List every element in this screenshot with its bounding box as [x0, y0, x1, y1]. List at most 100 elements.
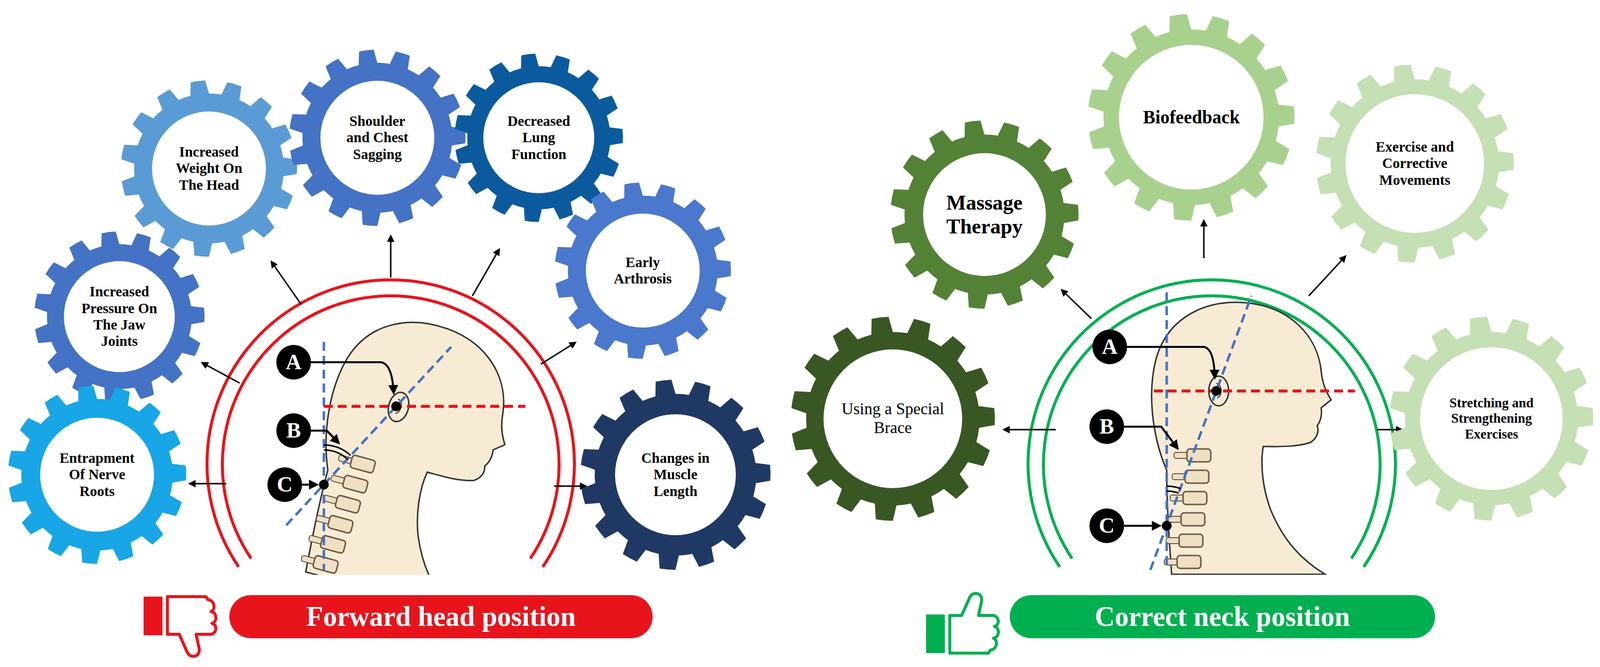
callout-letter: C: [267, 466, 303, 502]
pointer-arrow: [1377, 428, 1402, 431]
vertebra: [342, 474, 369, 494]
landmark-dot: [1161, 520, 1172, 531]
landmark-dot: [318, 385, 1222, 531]
effect-gear: Increased Pressure On The Jaw Joints: [34, 231, 205, 402]
vertebra: [1183, 491, 1207, 505]
gear-teeth: [890, 120, 1079, 309]
status-banner: Correct neck position: [1009, 594, 1436, 638]
gear-label: Decreased Lung Function: [499, 112, 579, 163]
vertebra-stack: [1164, 448, 1211, 568]
leader-line: [302, 483, 317, 486]
reference-line: [1166, 485, 1181, 489]
callout-letter: C: [1089, 508, 1125, 543]
vertebra: [1174, 452, 1188, 459]
thumbs-up-icon: [926, 614, 945, 653]
callout-letter: A: [276, 344, 311, 380]
gear-hub: [585, 213, 700, 328]
gear-teeth: [1390, 316, 1594, 520]
reference-line: [323, 444, 351, 456]
thumbs-up-icon: [926, 593, 999, 653]
landmark-dot: [1211, 385, 1222, 396]
head-figure: [1151, 302, 1332, 574]
thumbs-up-icon: [949, 593, 999, 653]
reference-line: [323, 404, 526, 408]
vertebra: [334, 494, 362, 514]
gear-label: Biofeedback: [1142, 106, 1240, 129]
gear-hub: [1119, 45, 1264, 190]
pointer-arrow: [1061, 289, 1092, 319]
banner-label: Correct neck position: [1094, 600, 1350, 632]
gear-teeth: [8, 385, 187, 564]
pointer-arrow: [189, 482, 227, 485]
leader-line: [310, 361, 394, 393]
gear-hub: [923, 153, 1046, 276]
gear-label: Early Arthrosis: [603, 254, 683, 288]
effect-gear: Changes in Muscle Length: [580, 379, 771, 570]
gear-hub: [40, 417, 155, 532]
callout-letter: B: [276, 412, 311, 448]
status-banner: Forward head position: [229, 594, 653, 638]
head-figure: [286, 303, 530, 575]
gear-teeth: [791, 316, 995, 521]
vertebra: [1181, 512, 1205, 526]
thumbs-down-icon: [143, 596, 163, 635]
reference-line: [1150, 292, 1355, 570]
reference-line: [322, 341, 326, 570]
vertebra: [327, 514, 354, 534]
pointer-arrow: [472, 249, 500, 296]
pointer-arrow: [1003, 428, 1056, 431]
vertebra: [1179, 533, 1203, 547]
thumbs-down-icon: [143, 596, 216, 656]
effect-gear: Early Arthrosis: [554, 182, 731, 359]
gear-label: Exercise and Corrective Movements: [1369, 138, 1461, 189]
gear-label: Increased Pressure On The Jaw Joints: [76, 283, 163, 350]
landmark-dot: [318, 479, 329, 490]
gear-hub: [615, 413, 736, 535]
gear-hub: [152, 111, 266, 226]
pointer-arrow: [271, 261, 302, 305]
reference-line: [1166, 490, 1179, 493]
gear-hub: [63, 260, 175, 372]
pointer-arrow: [1308, 256, 1346, 296]
effect-gear: Exercise and Corrective Movements: [1315, 64, 1514, 263]
effect-gear: Massage Therapy: [890, 120, 1079, 309]
vertebra: [1166, 537, 1181, 544]
gear-label: Stretching and Strengthening Exercises: [1443, 395, 1540, 442]
gear-label: Massage Therapy: [934, 190, 1034, 239]
gear-label: Shoulder and Chest Sagging: [337, 112, 417, 163]
reference-line: [323, 449, 348, 460]
gear-hub: [1420, 347, 1563, 490]
effect-gear: Using a Special Brace: [790, 316, 995, 521]
gear-label: Using a Special Brace: [837, 399, 949, 438]
gear-teeth: [555, 182, 731, 359]
reference-line: [286, 346, 452, 525]
gear-teeth: [121, 80, 298, 257]
gear-shape: [890, 120, 1079, 309]
leader-line: [1127, 346, 1215, 378]
head-figure: [286, 303, 530, 575]
vertebra: [1185, 469, 1209, 483]
gear-hub: [1345, 94, 1485, 233]
callout-letter: B: [1089, 409, 1125, 444]
thumbs-down-icon: [167, 596, 216, 656]
head-figure: [1151, 302, 1332, 574]
pointer-arrow: [554, 485, 586, 487]
leader-line: [1124, 524, 1160, 527]
vertebra: [349, 454, 376, 474]
gear-teeth: [34, 231, 205, 402]
gear-teeth: [580, 379, 771, 570]
gear-label: Increased Weight On The Head: [168, 143, 251, 194]
gear-label: Entrapment Of Nerve Roots: [53, 449, 141, 500]
vertebra: [312, 554, 339, 574]
gear-teeth: [1088, 14, 1295, 221]
gear-hub: [320, 80, 435, 195]
gear-hub: [483, 82, 595, 194]
leader-line: [310, 430, 339, 443]
gear-label: Changes in Muscle Length: [633, 449, 718, 500]
gear-teeth: [289, 49, 466, 226]
vertebra: [1177, 555, 1201, 568]
effect-gear: Biofeedback: [1087, 13, 1295, 221]
pointer-arrow: [1203, 220, 1205, 259]
landmark-dot: [391, 401, 402, 412]
gear-teeth: [1316, 64, 1514, 263]
